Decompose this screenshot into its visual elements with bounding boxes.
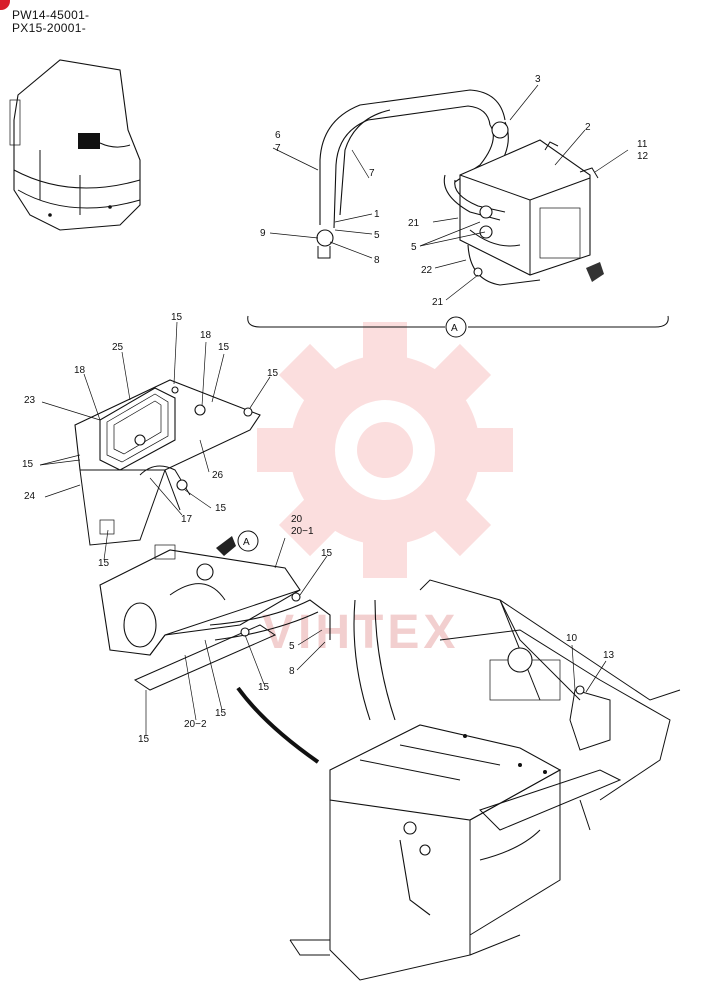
callout-26: 26 <box>212 470 224 481</box>
page-corner-badge <box>0 0 10 10</box>
callout-15b: 15 <box>218 342 230 353</box>
callout-15c: 15 <box>267 368 279 379</box>
machine-locator-view <box>9 59 141 231</box>
callout-20-2: 20−2 <box>184 719 207 730</box>
serial-range-1: PW14-45001- <box>12 8 90 22</box>
heater-hose-detail <box>247 84 669 328</box>
callout-18b: 18 <box>74 365 86 376</box>
callout-15f: 15 <box>98 558 110 569</box>
callout-8a: 8 <box>374 255 380 266</box>
section-marker-label: A <box>451 323 458 334</box>
callout-23: 23 <box>24 395 36 406</box>
callout-2: 2 <box>585 122 591 133</box>
callout-5b: 5 <box>411 242 417 253</box>
callout-8b: 8 <box>289 666 295 677</box>
view-arrow-circle <box>237 530 259 552</box>
callout-12: 12 <box>637 151 649 162</box>
callout-20-1: 20−1 <box>291 526 314 537</box>
callout-15i: 15 <box>215 708 227 719</box>
section-marker-circle <box>445 316 467 338</box>
callout-22: 22 <box>421 265 433 276</box>
callout-18a: 18 <box>200 330 212 341</box>
callout-5c: 5 <box>289 641 295 652</box>
callout-7b: 7 <box>369 168 375 179</box>
callout-10: 10 <box>566 633 578 644</box>
callout-7a: 7 <box>275 143 281 154</box>
watermark-gear-logo <box>257 322 513 578</box>
callout-15g: 15 <box>321 548 333 559</box>
callout-21b: 21 <box>432 297 444 308</box>
callout-13: 13 <box>603 650 615 661</box>
heater-cover-assembly <box>39 321 331 764</box>
callout-15h: 15 <box>258 682 270 693</box>
view-arrow-label: A <box>243 537 250 548</box>
callout-1: 1 <box>374 209 380 220</box>
serial-range-2: PX15-20001- <box>12 21 87 35</box>
callout-5a: 5 <box>374 230 380 241</box>
callout-15e: 15 <box>215 503 227 514</box>
callout-15d: 15 <box>22 459 34 470</box>
callout-15j: 15 <box>138 734 150 745</box>
machine-frame-view <box>289 579 681 981</box>
callout-25: 25 <box>112 342 124 353</box>
callout-17: 17 <box>181 514 193 525</box>
callout-11: 11 <box>637 139 648 150</box>
watermark-text: VIHTEX <box>262 606 459 659</box>
callout-24: 24 <box>24 491 36 502</box>
callout-9: 9 <box>260 228 266 239</box>
callout-15a: 15 <box>171 312 183 323</box>
callout-21a: 21 <box>408 218 420 229</box>
callout-20: 20 <box>291 514 303 525</box>
callout-6: 6 <box>275 130 281 141</box>
callout-3: 3 <box>535 74 541 85</box>
